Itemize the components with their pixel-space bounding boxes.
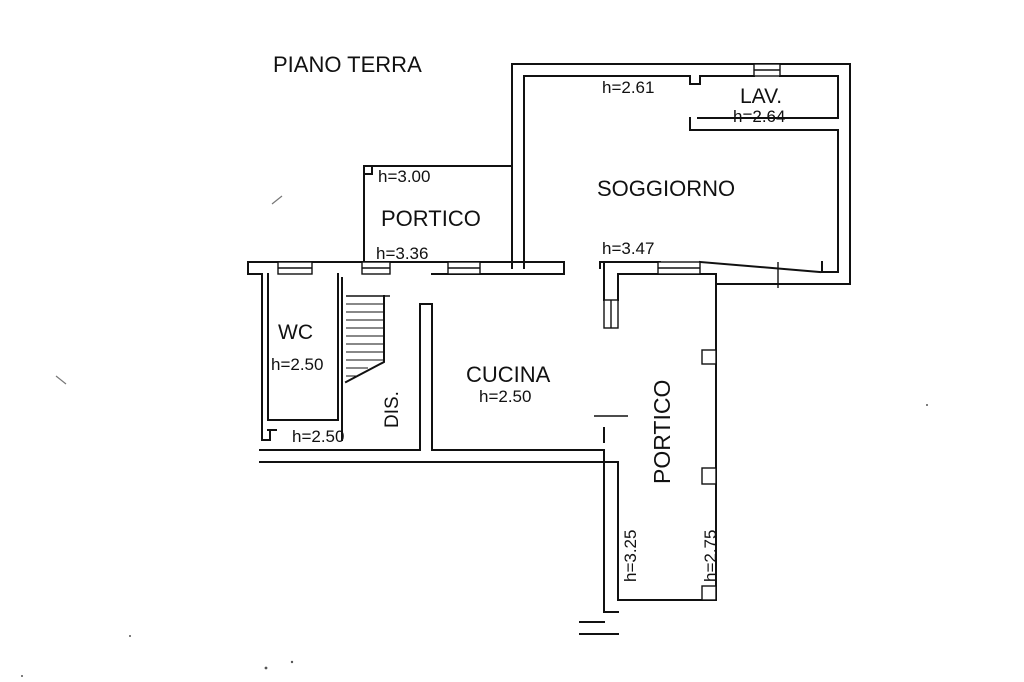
- portico-north-label: PORTICO: [381, 206, 481, 231]
- portico-east-height-right: h=2.75: [701, 530, 720, 582]
- soggiorno-height-top: h=2.61: [602, 78, 654, 97]
- wc-dis-height: h=2.50: [292, 427, 344, 446]
- lavanderia-label: LAV.: [740, 85, 782, 108]
- soggiorno-label: SOGGIORNO: [597, 176, 735, 201]
- portico-east-pillars: [701, 349, 717, 601]
- wc-height: h=2.50: [271, 355, 323, 374]
- lavanderia-height: h=2.64: [733, 107, 785, 126]
- scan-marks: [21, 195, 928, 677]
- wc-walls: [261, 273, 339, 441]
- disimpegno-label: DIS.: [382, 391, 403, 428]
- portico-north-height-top: h=3.00: [378, 167, 430, 186]
- portico-east-label: PORTICO: [649, 380, 675, 484]
- soggiorno-walls: [511, 63, 851, 288]
- cucina-label: CUCINA: [466, 362, 551, 387]
- portico-north-height-bottom: h=3.36: [376, 244, 428, 263]
- cucina-height: h=2.50: [479, 387, 531, 406]
- staircase: [341, 277, 390, 441]
- plan-title: PIANO TERRA: [273, 52, 422, 77]
- main-wall-band: [247, 261, 717, 635]
- portico-east-height-left: h=3.25: [621, 530, 640, 582]
- portico-north-walls: [363, 165, 513, 265]
- soggiorno-height-bottom: h=3.47: [602, 239, 654, 258]
- wc-label: WC: [278, 321, 313, 344]
